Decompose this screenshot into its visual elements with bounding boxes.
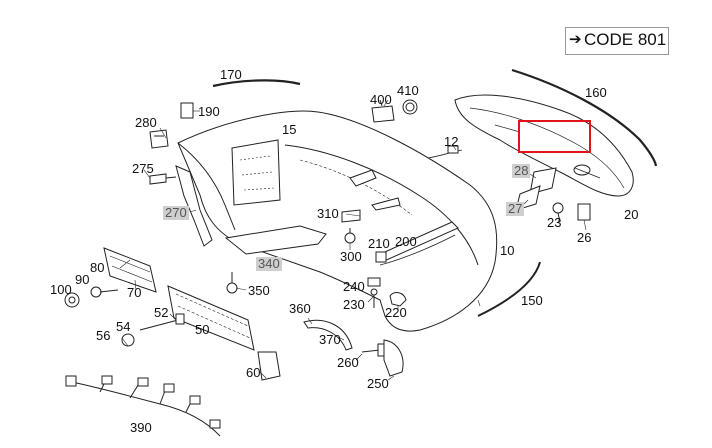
label-52: 52: [154, 305, 169, 320]
label-23: 23: [547, 215, 562, 230]
screw-23: [553, 203, 563, 222]
cover-340: [226, 226, 326, 254]
label-410: 410: [397, 83, 419, 98]
nut-100: [65, 293, 79, 307]
wiring-harness-390: [66, 376, 220, 436]
label-340: 340: [256, 256, 282, 271]
label-50: 50: [195, 322, 210, 337]
label-300: 300: [340, 249, 362, 264]
code-box: [565, 27, 669, 55]
trim-strip-170: [213, 80, 300, 86]
label-90: 90: [75, 272, 90, 287]
label-260: 260: [337, 355, 359, 370]
label-390: 390: [130, 420, 152, 435]
ring-410: [403, 100, 417, 114]
label-360: 360: [289, 301, 311, 316]
label-250: 250: [367, 376, 389, 391]
label-280: 280: [135, 115, 157, 130]
leader-lines: [120, 100, 586, 380]
screw-300: [345, 228, 355, 243]
sensor-400: [372, 100, 394, 122]
trim-strip-150: [478, 262, 540, 316]
label-80: 80: [90, 260, 105, 275]
arrow-right-icon: ➔: [569, 31, 582, 48]
label-310: 310: [317, 206, 339, 221]
clip-220: [390, 293, 406, 306]
label-10: 10: [500, 243, 515, 258]
label-230: 230: [343, 297, 365, 312]
label-200: 200: [395, 234, 417, 249]
label-400: 400: [370, 92, 392, 107]
label-170: 170: [220, 67, 242, 82]
bumper-cover: [178, 111, 497, 331]
highlight-box: [518, 120, 591, 153]
mounting-rail-50: [168, 286, 254, 350]
wire-12: [428, 150, 462, 158]
label-28: 28: [512, 163, 531, 178]
label-70: 70: [127, 285, 142, 300]
label-350: 350: [248, 283, 270, 298]
screw-275: [150, 174, 176, 184]
label-54: 54: [116, 319, 131, 334]
trim-strip-160: [512, 70, 656, 166]
bracket-310: [342, 210, 360, 222]
clip-190: [181, 103, 193, 118]
label-56: 56: [96, 328, 111, 343]
label-12: 12: [444, 134, 459, 149]
bolt-52: [140, 314, 184, 330]
clip-280: [150, 130, 168, 148]
label-275: 275: [132, 161, 154, 176]
label-370: 370: [319, 332, 341, 347]
code-label: CODE 801: [584, 30, 667, 49]
screw-350: [227, 272, 237, 293]
bracket-270: [176, 166, 212, 246]
label-150: 150: [521, 293, 543, 308]
clip-240: [368, 278, 380, 286]
bolt-260: [362, 344, 386, 356]
label-26: 26: [577, 230, 592, 245]
label-20: 20: [624, 207, 639, 222]
label-27: 27: [506, 201, 525, 216]
label-220: 220: [385, 305, 407, 320]
bolt-90: [91, 287, 118, 297]
label-210: 210: [368, 236, 390, 251]
diffuser: [455, 95, 633, 196]
holder-250: [384, 340, 403, 376]
label-160: 160: [585, 85, 607, 100]
label-240: 240: [343, 279, 365, 294]
nut-26: [578, 204, 590, 220]
label-190: 190: [198, 104, 220, 119]
bracket-60: [258, 352, 280, 380]
label-15: 15: [282, 122, 297, 137]
screw-230: [371, 289, 377, 308]
clip-210: [376, 252, 386, 262]
label-270: 270: [163, 205, 189, 220]
bracket-360: [304, 320, 352, 350]
label-60: 60: [246, 365, 261, 380]
label-100: 100: [50, 282, 72, 297]
